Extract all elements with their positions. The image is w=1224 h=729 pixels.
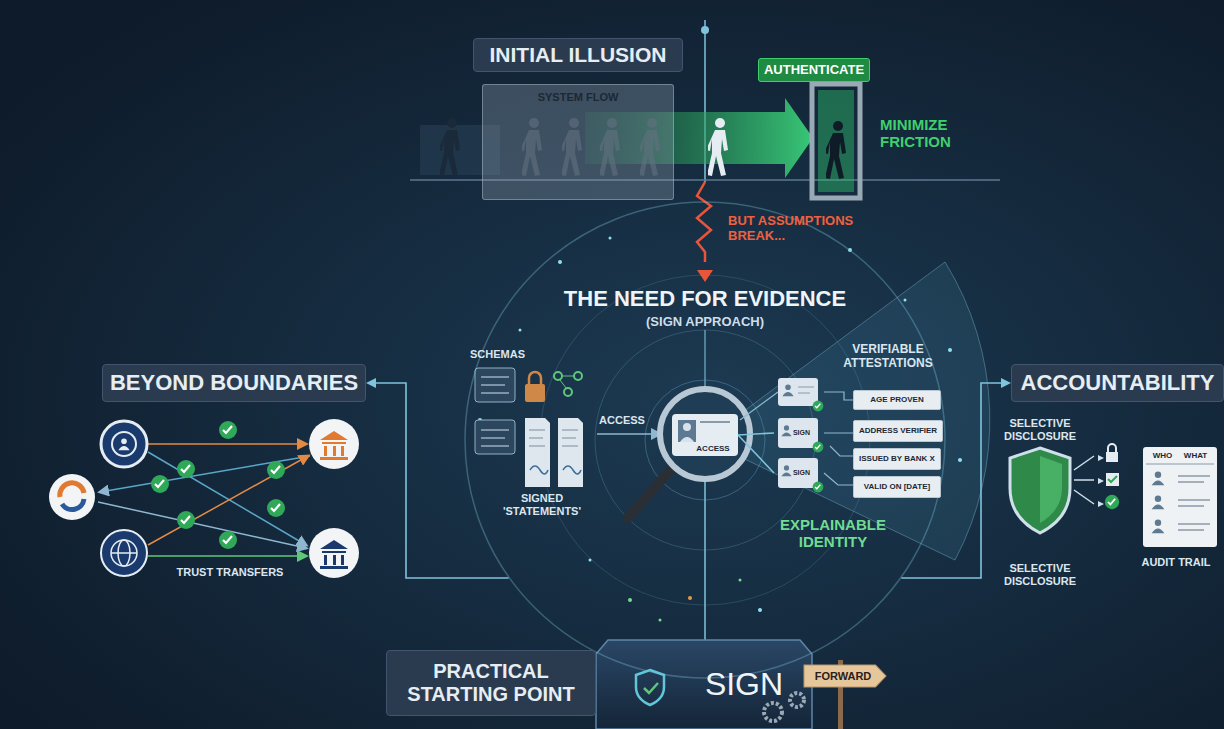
- node-text: SYSTEM FLOW: [487, 91, 669, 104]
- node-text: SIGN: [789, 469, 814, 477]
- node-text: THE NEED FOR EVIDENCE: [467, 286, 943, 311]
- audit-doc-header: WHO WHAT: [1143, 447, 1217, 464]
- node-text: VALID ON [DATE]: [858, 482, 936, 491]
- annotation-label: SIGNED 'STATEMENTS': [482, 492, 602, 517]
- annotation-label: BUT ASSUMPTIONS BREAK...: [728, 214, 878, 244]
- evidence-circle: THE NEED FOR EVIDENCE (SIGN APPROACH) ACCE…: [463, 200, 947, 680]
- accountability-icons: [1010, 444, 1217, 547]
- attestation-card: SIGN: [774, 418, 818, 448]
- annotation-label: ACCESS: [594, 414, 650, 427]
- node-text: ISSUED BY BANK X: [858, 454, 936, 463]
- attestation-card: SIGN: [774, 458, 818, 488]
- node-text: (SIGN APPROACH): [467, 315, 943, 330]
- node-text: AUTHENTICATE: [763, 63, 865, 78]
- attestation-tag: ISSUED BY BANK X: [853, 448, 941, 470]
- authenticate-tag: AUTHENTICATE: [758, 58, 870, 82]
- ring: [465, 202, 945, 678]
- attestation-tag: VALID ON [DATE]: [853, 476, 941, 498]
- annotation-label: EXPLAINABLE IDENTITY: [774, 516, 892, 551]
- node-text: AGE PROVEN: [858, 395, 936, 404]
- schema-icons: [475, 368, 660, 487]
- concentric-rings: [540, 262, 990, 605]
- node-text: WHAT: [1184, 451, 1207, 460]
- attestation-tag: ADDRESS VERIFIER: [853, 420, 943, 442]
- magnifier: [628, 389, 750, 518]
- node-text: SIGN: [789, 429, 814, 437]
- annotation-label: TRUST TRANSFERS: [160, 566, 300, 579]
- connector: [738, 433, 774, 435]
- node-text: BEYOND BOUNDARIES: [107, 370, 361, 395]
- node-text: PRACTICAL STARTING POINT: [391, 660, 591, 706]
- node-text: INITIAL ILLUSION: [478, 43, 678, 67]
- annotation-label: SELECTIVE DISCLOSURE: [985, 417, 1095, 442]
- access-card: ACCESS: [668, 414, 738, 456]
- attestation-tag: AGE PROVEN: [853, 390, 941, 410]
- attestation-cards: [740, 378, 854, 492]
- sign-platform: SIGN: [598, 648, 814, 720]
- annotation-label: VERIFIABLE ATTESTATIONS: [828, 343, 948, 371]
- connector: [368, 383, 509, 578]
- annotation-label: SELECTIVE DISCLOSURE: [985, 562, 1095, 587]
- forward-sign: FORWARD: [804, 665, 886, 687]
- annotation-label: AUDIT TRAIL: [1130, 556, 1222, 569]
- trust-transfer-icons: [49, 419, 359, 578]
- node-text: SIGN: [678, 666, 810, 703]
- node-text: FORWARD: [808, 670, 878, 683]
- section-label: INITIAL ILLUSION: [473, 38, 683, 72]
- annotation-label: SCHEMAS: [470, 348, 550, 361]
- system-flow-box: SYSTEM FLOW: [482, 84, 674, 200]
- connector: [738, 435, 774, 473]
- node-text: ADDRESS VERIFIER: [858, 426, 938, 435]
- node-text: ACCESS: [692, 444, 734, 453]
- assumptions-break-zigzag: [697, 182, 713, 282]
- section-label: BEYOND BOUNDARIES: [102, 364, 366, 402]
- node-text: ACCOUNTABILITY: [1016, 370, 1219, 395]
- section-label: ACCOUNTABILITY: [1011, 364, 1224, 402]
- section-label: PRACTICAL STARTING POINT: [386, 650, 596, 716]
- arrow-shape: [804, 665, 886, 687]
- annotation-label: MINIMIZE FRICTION: [880, 116, 990, 151]
- node-text: WHO: [1153, 451, 1173, 460]
